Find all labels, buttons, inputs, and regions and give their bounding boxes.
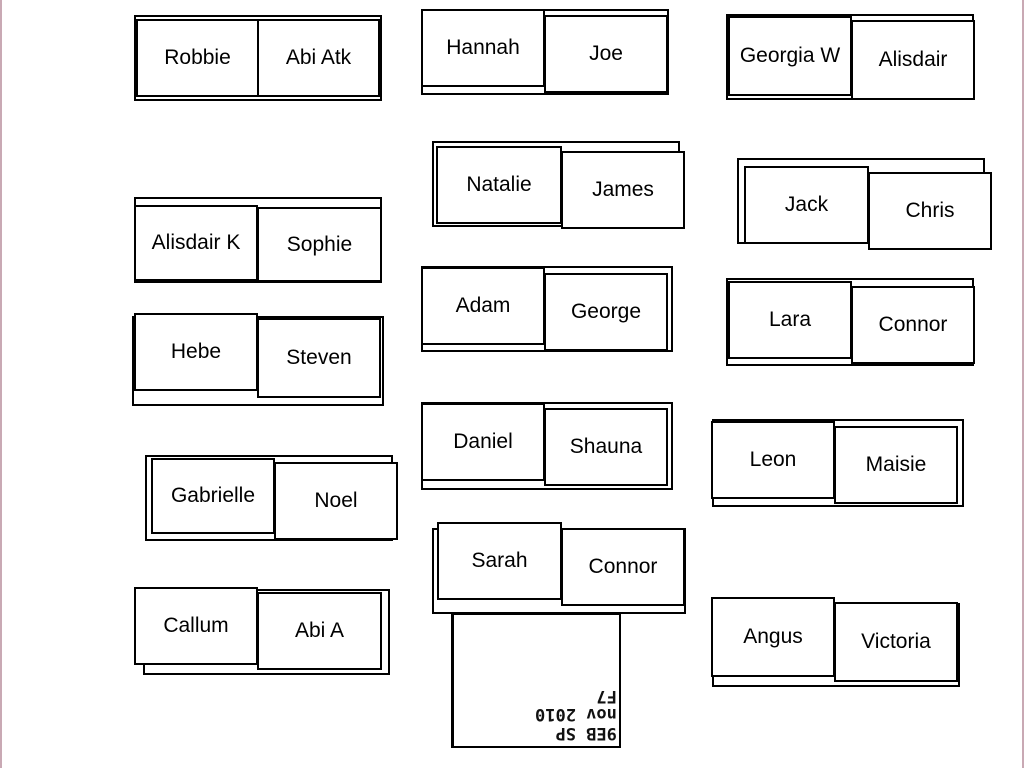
desk-robbie[interactable]: Robbie — [136, 19, 259, 97]
desk-name: Victoria — [861, 630, 931, 654]
desk-maisie[interactable]: Maisie — [834, 426, 958, 504]
teacher-desk-label: 9EB SP nov 2010 F7 — [535, 685, 617, 743]
desk-jack[interactable]: Jack — [744, 166, 869, 244]
desk-alisdair[interactable]: Alisdair — [851, 20, 975, 100]
desk-name: Maisie — [865, 453, 927, 477]
desk-georgia-w[interactable]: Georgia W — [728, 16, 852, 96]
desk-name: Hebe — [170, 340, 222, 364]
desk-leon[interactable]: Leon — [711, 421, 835, 499]
desk-angus[interactable]: Angus — [711, 597, 835, 677]
desk-abi-a[interactable]: Abi A — [257, 592, 382, 670]
desk-name: Sophie — [286, 232, 353, 256]
desk-connor-right[interactable]: Connor — [851, 286, 975, 364]
desk-name: Daniel — [453, 430, 513, 454]
desk-adam[interactable]: Adam — [421, 267, 545, 345]
desk-name: Angus — [743, 625, 803, 649]
desk-name: Adam — [455, 294, 511, 318]
desk-name: Noel — [314, 489, 358, 513]
desk-gabrielle[interactable]: Gabrielle — [151, 458, 275, 534]
desk-name: Georgia W — [739, 44, 841, 68]
desk-george[interactable]: George — [544, 273, 668, 351]
desk-sophie[interactable]: Sophie — [257, 207, 382, 282]
desk-callum[interactable]: Callum — [134, 587, 258, 665]
desk-name: Robbie — [164, 46, 231, 70]
desk-victoria[interactable]: Victoria — [834, 602, 958, 682]
desk-name: Joe — [589, 42, 623, 66]
desk-name: Callum — [163, 614, 229, 638]
desk-sarah[interactable]: Sarah — [437, 522, 562, 600]
desk-name: Alisdair — [878, 48, 948, 72]
page-right-edge — [1022, 0, 1024, 768]
desk-alisdair-k[interactable]: Alisdair K — [134, 205, 258, 281]
desk-hebe[interactable]: Hebe — [134, 313, 258, 391]
page-left-edge — [0, 0, 2, 768]
desk-name: Leon — [749, 448, 797, 472]
desk-connor-middle[interactable]: Connor — [561, 528, 685, 606]
teacher-desk-label-line: nov 2010 — [535, 704, 617, 725]
desk-name: Abi A — [294, 619, 345, 643]
teacher-desk-label-line: F7 — [596, 685, 617, 706]
desk-name: Lara — [768, 308, 812, 332]
desk-name: Alisdair K — [151, 231, 241, 255]
desk-name: George — [570, 300, 642, 324]
desk-name: Hannah — [446, 36, 520, 60]
desk-name: Connor — [588, 555, 658, 579]
desk-shauna[interactable]: Shauna — [544, 408, 668, 486]
desk-noel[interactable]: Noel — [274, 462, 398, 540]
desk-joe[interactable]: Joe — [544, 15, 668, 93]
desk-daniel[interactable]: Daniel — [421, 403, 545, 481]
desk-name: Natalie — [466, 173, 532, 197]
desk-name: Shauna — [569, 435, 643, 459]
desk-name: Sarah — [471, 549, 528, 573]
desk-name: James — [592, 178, 654, 202]
desk-abi-atk[interactable]: Abi Atk — [257, 19, 380, 97]
teacher-desk[interactable]: 9EB SP nov 2010 F7 — [451, 613, 621, 748]
desk-name: Abi Atk — [285, 46, 352, 70]
desk-james[interactable]: James — [561, 151, 685, 229]
desk-name: Chris — [905, 199, 955, 223]
desk-name: Steven — [286, 346, 352, 370]
desk-hannah[interactable]: Hannah — [421, 9, 545, 87]
desk-name: Connor — [878, 313, 948, 337]
desk-lara[interactable]: Lara — [728, 281, 852, 359]
desk-chris[interactable]: Chris — [868, 172, 992, 250]
desk-name: Jack — [784, 193, 829, 217]
desk-natalie[interactable]: Natalie — [436, 146, 562, 224]
desk-name: Gabrielle — [170, 484, 256, 508]
desk-steven[interactable]: Steven — [257, 318, 381, 398]
teacher-desk-label-line: 9EB SP — [555, 723, 617, 743]
